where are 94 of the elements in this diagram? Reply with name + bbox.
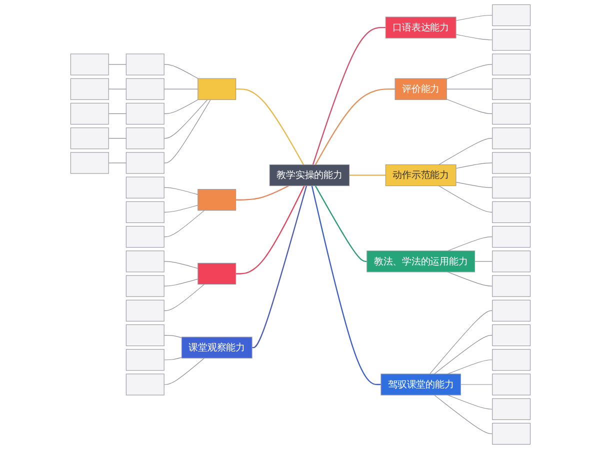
connector: [163, 284, 204, 311]
connector: [108, 64, 126, 65]
node-box: [125, 176, 164, 198]
connector: [438, 138, 492, 165]
connector: [163, 357, 182, 360]
node-box: [394, 78, 446, 100]
node-box: [70, 127, 108, 150]
node-box: [492, 374, 530, 396]
connector: [455, 182, 492, 188]
node-box: [384, 164, 456, 186]
connector: [434, 394, 492, 434]
node-box: [125, 250, 164, 272]
node-box: [492, 152, 530, 174]
node-box: [380, 374, 460, 396]
node-box: [125, 300, 164, 322]
connector: [163, 261, 198, 269]
node-box: [492, 324, 530, 346]
connector: [348, 174, 386, 176]
node-box: [125, 374, 164, 396]
connector: [434, 334, 492, 374]
node-box: [125, 127, 164, 150]
node-box: [125, 349, 164, 371]
node-box: [492, 349, 530, 371]
connector: [163, 204, 198, 212]
connector: [163, 210, 204, 238]
connector: [455, 34, 492, 40]
node-box: [180, 336, 252, 358]
connector: [446, 394, 492, 410]
connector: [252, 186, 307, 348]
connector: [446, 64, 492, 80]
mind-map-diagram: 教学实操的能力 课堂观察能力 口语表达能力 评价能力 动作示范能力 教法、学法的运用能力 驾驭课堂的能力: [66, 0, 534, 449]
connector: [108, 138, 126, 139]
node-box: [125, 102, 164, 125]
node-box: [492, 102, 530, 125]
connector: [108, 162, 126, 164]
node-box: [492, 4, 530, 26]
node-box: [492, 29, 530, 51]
connector: [474, 261, 492, 262]
connector: [446, 88, 492, 90]
connector: [163, 88, 198, 90]
connector: [446, 98, 492, 114]
connector: [312, 26, 386, 165]
node-box: [125, 201, 164, 224]
node-box: [366, 250, 475, 272]
node-box: [492, 226, 530, 248]
connector: [235, 185, 288, 200]
connector: [446, 236, 492, 252]
connector: [163, 99, 198, 114]
connector: [235, 186, 304, 274]
node-box: [492, 54, 530, 76]
connector: [163, 358, 204, 385]
connector: [314, 88, 395, 165]
node-box: [492, 127, 530, 150]
node-box: [492, 176, 530, 198]
connector: [108, 88, 126, 90]
connector: [163, 187, 198, 195]
connector: [446, 272, 492, 286]
node-box: [492, 300, 530, 322]
node-box: [492, 78, 530, 100]
connector: [163, 99, 208, 139]
node-box: [70, 78, 108, 100]
node-box: [492, 275, 530, 297]
node-box: [384, 16, 456, 38]
connector: [108, 113, 126, 114]
connector: [455, 14, 492, 21]
connector: [163, 99, 210, 164]
connector: [163, 334, 182, 338]
connector: [163, 278, 198, 286]
connector: [314, 186, 366, 262]
connector: [429, 310, 492, 374]
node-box: [125, 226, 164, 248]
node-box: [125, 78, 164, 100]
node-box: [197, 262, 236, 285]
node-box: [125, 152, 164, 174]
node-box: [492, 398, 530, 420]
connector: [310, 186, 380, 386]
node-box: [197, 78, 236, 100]
connector: [455, 162, 492, 169]
connector: [438, 186, 492, 212]
node-box: [197, 189, 236, 211]
node-box: [125, 54, 164, 76]
node-box: [70, 54, 108, 76]
node-box: [492, 422, 530, 445]
node-box: [125, 324, 164, 346]
connector: [235, 88, 304, 165]
node-box: [268, 164, 350, 186]
node-box: [70, 102, 108, 125]
connector: [460, 384, 492, 385]
node-box: [70, 152, 108, 174]
connector: [446, 360, 492, 374]
connector: [163, 64, 198, 79]
node-box: [492, 201, 530, 224]
node-box: [492, 250, 530, 272]
node-box: [125, 275, 164, 297]
